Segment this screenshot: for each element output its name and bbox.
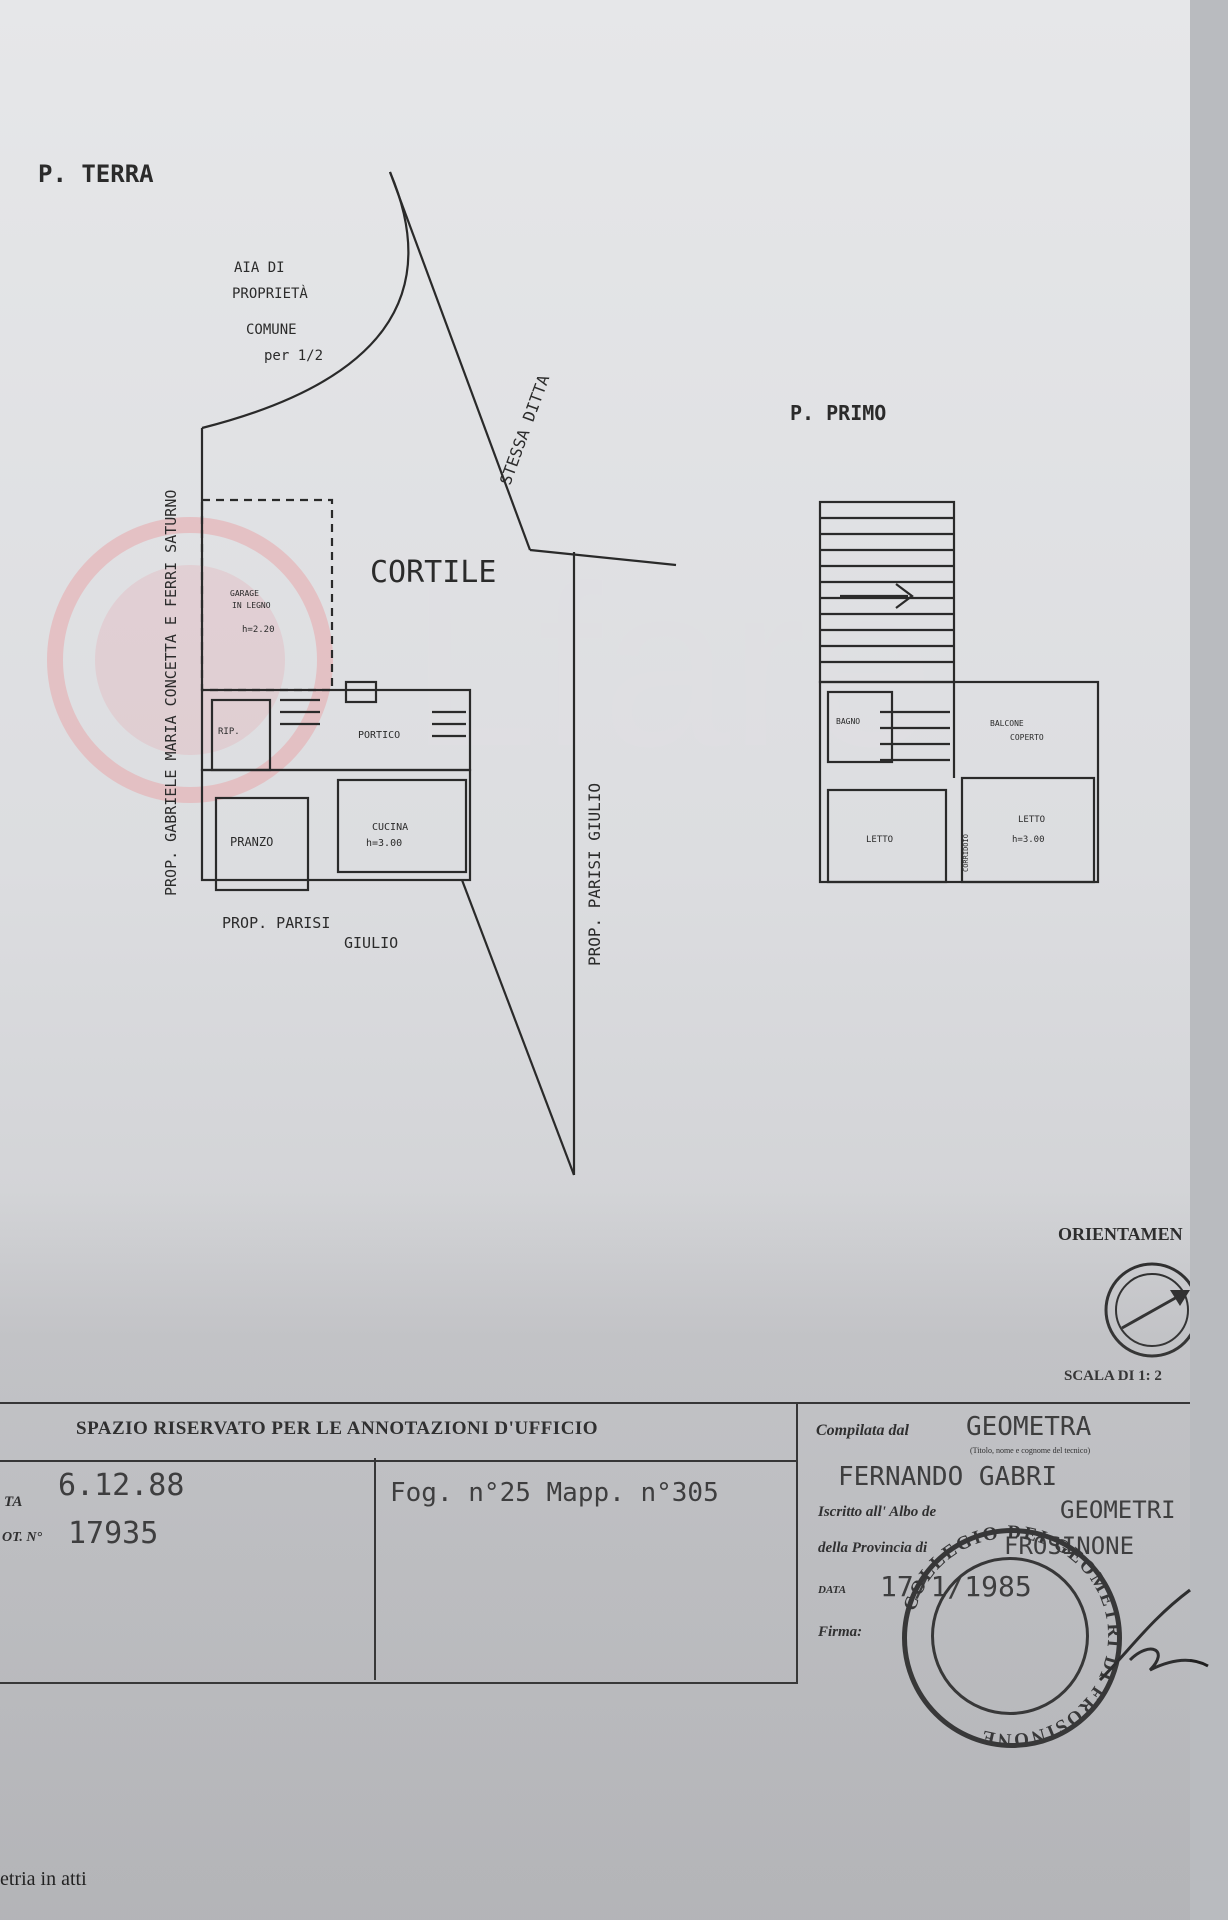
office-prot-value: 17935 <box>68 1516 159 1551</box>
corridoio-label: CORRIDOIO <box>962 834 970 872</box>
footer-text: etria in atti <box>0 1868 87 1890</box>
compilata-value: GEOMETRA <box>966 1412 1092 1442</box>
garage-label: GARAGE <box>230 589 259 598</box>
letto-right-label: LETTO <box>1018 815 1045 825</box>
office-data-label: TA <box>4 1494 23 1510</box>
office-foglio: Fog. n°25 Mapp. n°305 <box>390 1478 719 1508</box>
portico-label: PORTICO <box>358 730 400 741</box>
letto-right-height: h=3.00 <box>1012 835 1045 845</box>
letto-left-label: LETTO <box>866 835 893 845</box>
office-prot-label: OT. N° <box>2 1530 43 1545</box>
watermark-text: Lfare <box>410 537 934 794</box>
stessa-ditta-label: STESSA DITTA <box>496 372 554 487</box>
garage-label-2: IN LEGNO <box>232 601 271 610</box>
compiler-top-border <box>798 1402 1190 1404</box>
prop-parisi-vertical: PROP. PARISI GIULIO <box>585 783 604 966</box>
aia-line-4: per 1/2 <box>264 348 323 364</box>
ground-floor-label: P. TERRA <box>38 160 154 188</box>
aia-line-1: AIA DI <box>234 260 285 276</box>
firma-label: Firma: <box>818 1624 863 1640</box>
office-header: SPAZIO RISERVATO PER LE ANNOTAZIONI D'UF… <box>76 1418 599 1439</box>
cucina-label: CUCINA <box>372 822 408 833</box>
cucina-height: h=3.00 <box>366 838 402 849</box>
office-data-value: 6.12.88 <box>58 1468 185 1503</box>
rip-label: RIP. <box>218 727 240 737</box>
aia-line-2: PROPRIETÀ <box>232 285 308 302</box>
scale-label: SCALA DI 1: 2 <box>1064 1368 1162 1380</box>
stamp-text-ring: COLLEGIO DEI GEOMETRI DI FROSINONE <box>900 1522 1123 1751</box>
prop-gabriele-label: PROP. GABRIELE MARIA CONCETTA E FERRI SA… <box>162 490 180 896</box>
prop-parisi-bottom-1: PROP. PARISI <box>222 914 330 932</box>
iscritto-value: GEOMETRI <box>1060 1496 1176 1524</box>
compass-icon <box>1104 1262 1190 1358</box>
compiler-data-label: DATA <box>818 1584 847 1596</box>
balcone-label: BALCONE <box>990 719 1024 728</box>
iscritto-label: Iscritto all' Albo de <box>818 1504 937 1520</box>
compiler-name: FERNANDO GABRI <box>838 1462 1058 1492</box>
orientation-label: ORIENTAMEN <box>1058 1224 1183 1244</box>
pranzo-label: PRANZO <box>230 835 273 849</box>
provincia-label: della Provincia di <box>818 1540 928 1556</box>
watermark: Lfare <box>47 517 934 803</box>
office-divider <box>374 1458 376 1680</box>
official-stamp <box>902 1528 1122 1748</box>
bagno-label: BAGNO <box>836 717 860 726</box>
cortile-label: CORTILE <box>370 555 496 590</box>
compiler-left-border <box>796 1402 798 1680</box>
garage-height: h=2.20 <box>242 625 275 635</box>
aia-line-3: COMUNE <box>246 322 297 338</box>
first-floor-label: P. PRIMO <box>790 401 886 425</box>
signature <box>1098 1588 1209 1682</box>
background-strip <box>1190 0 1228 1920</box>
compilata-label: Compilata dal <box>816 1422 909 1439</box>
balcone-label-2: COPERTO <box>1010 733 1044 742</box>
floor-plan-drawing: P. TERRA AIA DI PROPRIETÀ COMUNE per 1/2… <box>38 160 1190 1380</box>
prop-parisi-bottom-2: GIULIO <box>344 934 398 952</box>
compilata-note: (Titolo, nome e cognome del tecnico) <box>970 1446 1091 1455</box>
